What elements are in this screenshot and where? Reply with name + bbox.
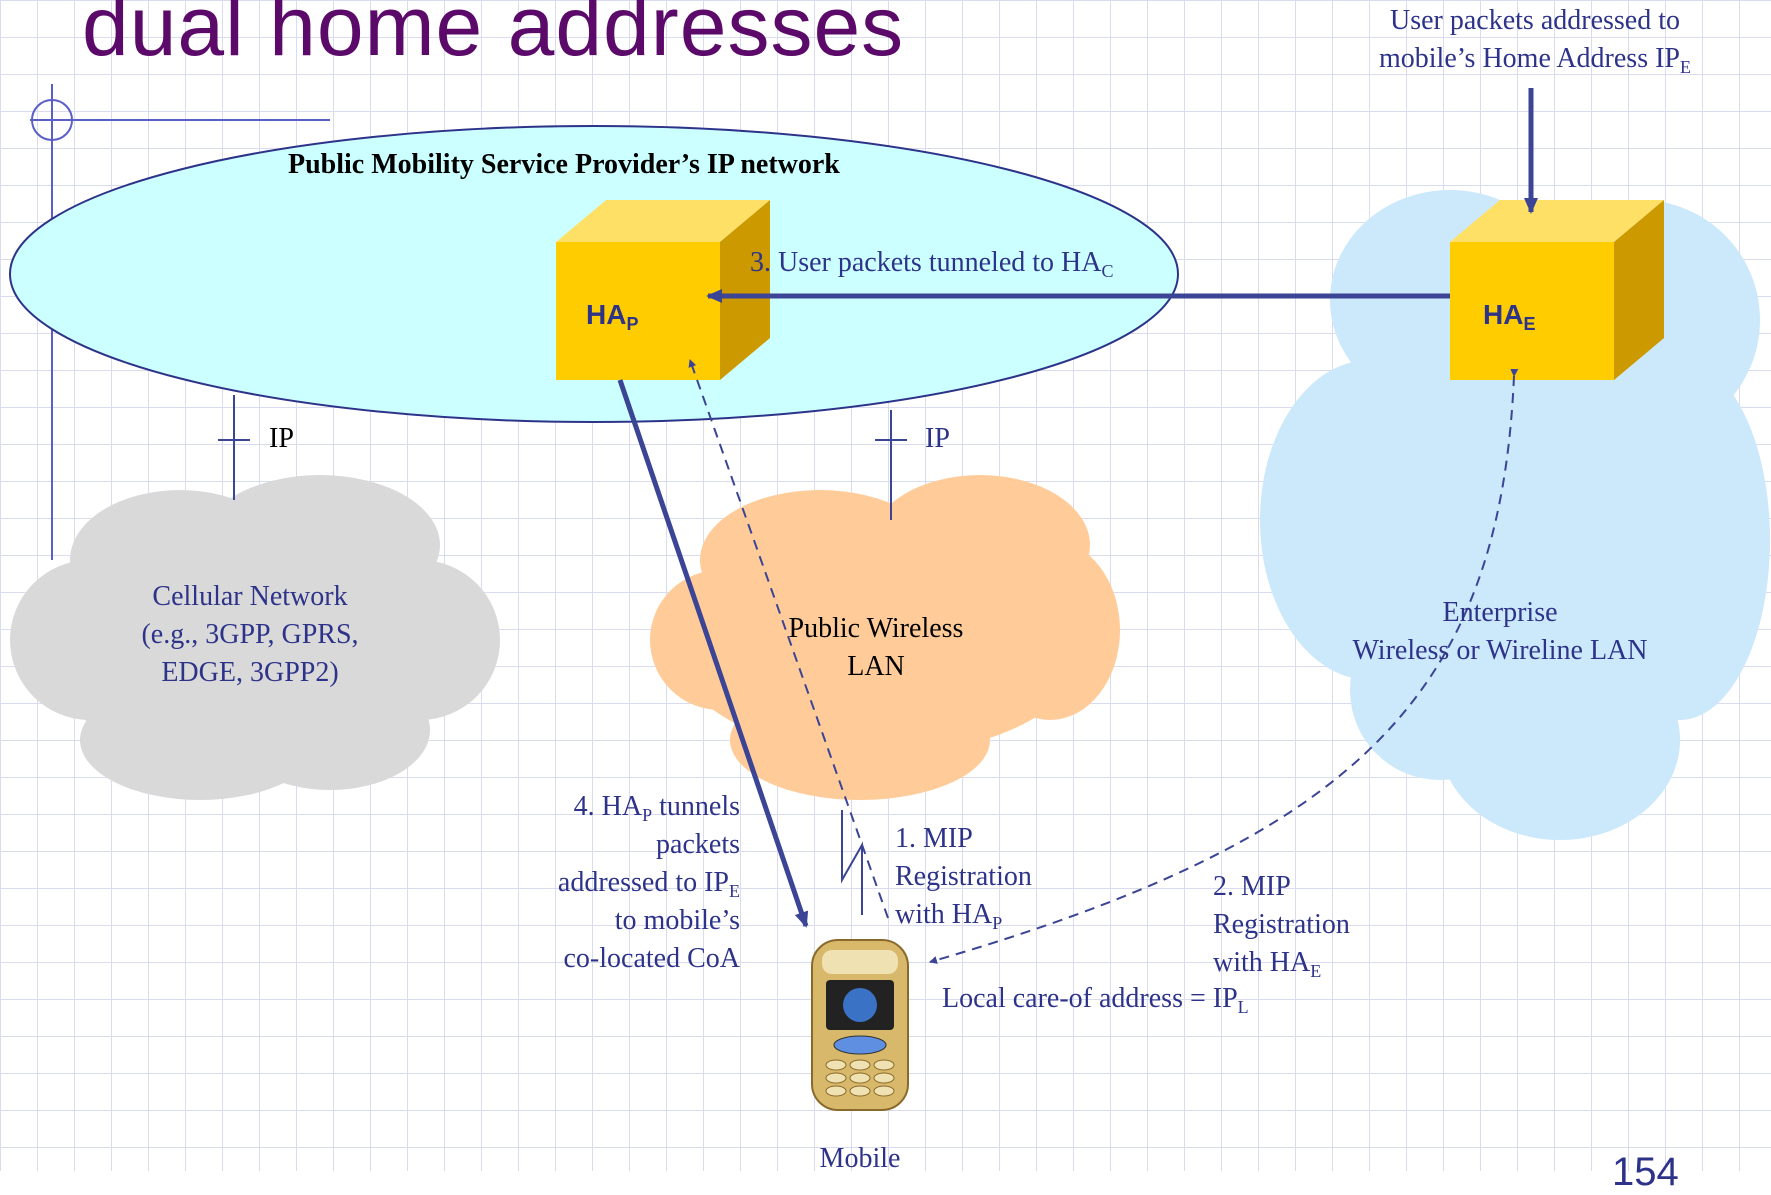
step2-l3-sub: E [1310, 961, 1322, 981]
ip-label-right: IP [925, 423, 950, 454]
local-coa-sub: L [1237, 997, 1249, 1017]
step1-line3: with HAP [895, 896, 1032, 934]
ha-p-box [556, 200, 770, 380]
provider-network-label: Public Mobility Service Provider’s IP ne… [288, 149, 840, 180]
ip-label-left: IP [269, 423, 294, 454]
arrow-tunnel-ha-p-to-mobile [617, 379, 809, 928]
cellular-line3: EDGE, 3GPP2) [161, 657, 339, 688]
step4-line2: packets [656, 829, 740, 860]
mobile-label: Mobile [819, 1143, 901, 1174]
ip-links [218, 395, 907, 520]
step4-l1-pre: 4. HA [573, 791, 643, 822]
arrow-registration-ha-p [688, 359, 889, 919]
ha-e-box [1450, 200, 1664, 380]
step4-line4: to mobile’s [614, 905, 740, 936]
user-packets-line2-text: mobile’s Home Address IP [1379, 43, 1680, 74]
step2-label: 2. MIP Registration with HAE [1213, 868, 1350, 982]
step2-line2: Registration [1213, 909, 1350, 940]
step2-line1: 2. MIP [1213, 871, 1291, 902]
ha-e-label: HAE [1483, 296, 1535, 334]
public-wlan-line2: LAN [847, 651, 905, 682]
radio-link-icon [841, 810, 863, 915]
diagram-canvas [9, 84, 1770, 1111]
user-packets-line1: User packets addressed to [1389, 5, 1680, 36]
step1-line1: 1. MIP [895, 823, 973, 854]
cellular-line2: (e.g., 3GPP, GPRS, [141, 619, 359, 650]
step4-l1-post: tunnels [652, 791, 740, 822]
step4-label: 4. HAP tunnels packets addressed to IPE … [480, 788, 740, 978]
slide-title: dual home addresses [82, 0, 905, 73]
public-wlan-line1: Public Wireless [788, 613, 964, 644]
step4-l1-sub: P [642, 805, 653, 825]
step1-l3-pre: with HA [895, 899, 993, 930]
step1-line2: Registration [895, 861, 1032, 892]
user-packets-line2: mobile’s Home Address IPE [1315, 40, 1755, 78]
step1-label: 1. MIP Registration with HAP [895, 820, 1032, 934]
step3-text: 3. User packets tunneled to HA [750, 247, 1102, 278]
step4-line1: 4. HAP tunnels [480, 788, 740, 826]
local-coa-label: Local care-of address = IPL [942, 980, 1249, 1018]
ha-p-main: HA [586, 299, 627, 330]
step4-line5: co-located CoA [563, 943, 741, 974]
ha-e-sub: E [1523, 314, 1536, 334]
enterprise-line2: Wireless or Wireline LAN [1352, 635, 1648, 666]
enterprise-line1: Enterprise [1442, 597, 1558, 628]
ha-p-label: HAP [586, 296, 638, 334]
step4-line3: addressed to IPE [480, 864, 740, 902]
cellular-network-label: Cellular Network (e.g., 3GPP, GPRS, EDGE… [100, 578, 400, 692]
step4-l3-sub: E [729, 881, 740, 901]
enterprise-label: Enterprise Wireless or Wireline LAN [1300, 594, 1700, 670]
step3-sub: C [1101, 261, 1114, 281]
step4-l3-pre: addressed to IP [557, 867, 729, 898]
user-packets-line2-sub: E [1680, 57, 1691, 77]
mobile-phone-icon [811, 939, 909, 1111]
user-packets-note: User packets addressed to mobile’s Home … [1315, 2, 1755, 78]
step2-line3: with HAE [1213, 944, 1350, 982]
public-wlan-label: Public Wireless LAN [726, 610, 1026, 686]
step3-label: 3. User packets tunneled to HAC [750, 244, 1113, 282]
cellular-network-cloud [10, 475, 500, 800]
step1-l3-sub: P [992, 913, 1003, 933]
ha-e-main: HA [1483, 299, 1524, 330]
ha-p-sub: P [626, 314, 639, 334]
step2-l3-pre: with HA [1213, 947, 1311, 978]
page-number: 154 [1612, 1150, 1679, 1194]
cellular-line1: Cellular Network [152, 581, 348, 612]
local-coa-text: Local care-of address = IP [942, 983, 1238, 1014]
